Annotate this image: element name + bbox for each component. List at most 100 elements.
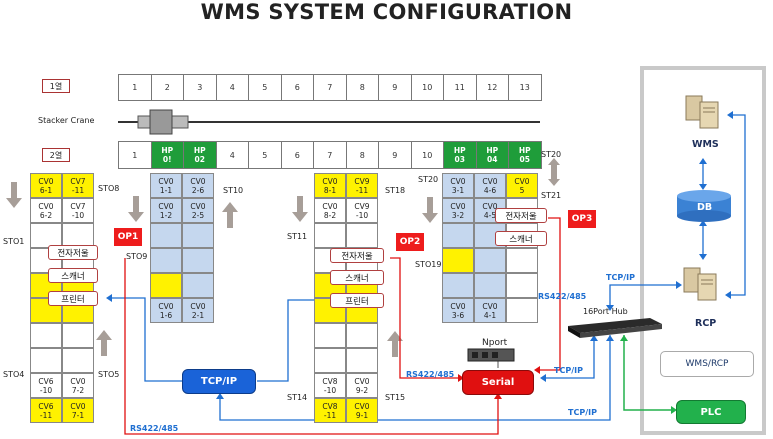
conveyor-cell — [474, 248, 506, 273]
conveyor-cell — [30, 223, 62, 248]
printer-device-1[interactable]: 프린터 — [48, 291, 98, 306]
wms-server-icon — [685, 95, 719, 129]
home-position-cell: HP 05 — [508, 141, 542, 169]
proto-tcp-b: TCP/IP — [554, 366, 583, 375]
conveyor-cell: CV6 -10 — [30, 373, 62, 398]
link-hub-rcp — [609, 284, 680, 305]
conveyor-cell: CV8 -11 — [314, 398, 346, 423]
tcpip-box[interactable]: TCP/IP — [182, 369, 256, 394]
conveyor-cell — [442, 223, 474, 248]
link-hub-tcpip — [219, 335, 611, 421]
nport-label: Nport — [482, 338, 508, 348]
rack-row2-cell: 10 — [410, 141, 444, 169]
label-st18: ST18 — [385, 186, 406, 195]
scale-device-3[interactable]: 전자저울 — [495, 208, 547, 223]
conveyor-cell: CV0 2-1 — [182, 298, 214, 323]
conveyor-cell — [182, 273, 214, 298]
conveyor-cell: CV0 9-1 — [346, 398, 378, 423]
conveyor-cell — [150, 273, 182, 298]
up-arrow-sto5 — [96, 330, 112, 356]
conveyor-cell: CV0 7-1 — [62, 398, 94, 423]
conveyor-cell — [506, 273, 538, 298]
label-sto8: STO8 — [98, 184, 120, 193]
label-sto5: STO5 — [98, 370, 120, 379]
stacker-crane-label: Stacker Crane — [38, 116, 95, 125]
scale-device-2[interactable]: 전자저울 — [330, 248, 384, 263]
up-arrow-st15 — [387, 331, 403, 357]
rack-row1-cell: 10 — [410, 74, 444, 101]
wms-rcp-box: WMS/RCP — [660, 351, 754, 377]
hub-icon — [568, 318, 662, 338]
scanner-device-3[interactable]: 스캐너 — [495, 231, 547, 246]
conveyor-arrows — [58, 305, 486, 404]
conveyor-cell — [62, 323, 94, 348]
db-cylinder — [677, 190, 731, 222]
conveyor-cell — [346, 223, 378, 248]
conveyor-cell: CV0 2-5 — [182, 198, 214, 223]
conveyor-cell: CV0 2-6 — [182, 173, 214, 198]
scale-device-1[interactable]: 전자저울 — [48, 245, 98, 260]
link-serial-op1 — [124, 258, 499, 435]
conveyor-cell: CV0 9-2 — [346, 373, 378, 398]
row1-label: 1열 — [42, 79, 70, 93]
link-tcpip-printer2 — [257, 299, 330, 382]
conveyor-cell — [30, 323, 62, 348]
conveyor-cell: CV6 -11 — [30, 398, 62, 423]
conveyor-cell: CV0 6-1 — [30, 173, 62, 198]
conveyor-cell: CV0 7-2 — [62, 373, 94, 398]
row2-label: 2열 — [42, 148, 70, 162]
conveyor-cell: CV0 1-6 — [150, 298, 182, 323]
down-arrow-st11 — [292, 196, 308, 222]
proto-tcp-c: TCP/IP — [568, 408, 597, 417]
conveyor-cell — [182, 223, 214, 248]
conveyor-cell — [346, 323, 378, 348]
serial-box[interactable]: Serial — [462, 370, 534, 395]
conveyor-cell: CV0 8-2 — [314, 198, 346, 223]
conveyor-cell — [62, 348, 94, 373]
conveyor-cell: CV7 -10 — [62, 198, 94, 223]
label-st15: ST15 — [385, 393, 406, 402]
home-position-cell: HP 02 — [183, 141, 217, 169]
rcp-label: RCP — [695, 318, 717, 329]
plc-box[interactable]: PLC — [676, 400, 746, 424]
label-sto19: STO19 — [415, 260, 442, 269]
conveyor-cell: CV9 -10 — [346, 198, 378, 223]
printer-device-2[interactable]: 프린터 — [330, 293, 384, 308]
wms-label: WMS — [692, 139, 719, 150]
page-title: WMS SYSTEM CONFIGURATION — [200, 0, 573, 24]
link-serial-op3 — [536, 217, 561, 371]
conveyor-cell — [506, 298, 538, 323]
rack-row1-cell: 13 — [508, 74, 542, 101]
conveyor-cell: CV0 3-2 — [442, 198, 474, 223]
label-sto9: STO9 — [126, 252, 148, 261]
op1-label: OP1 — [114, 228, 142, 246]
rack-row1-cell: 4 — [215, 74, 249, 101]
link-hub-plc — [623, 335, 675, 411]
conveyor-cell: CV0 1-2 — [150, 198, 182, 223]
rcp-server-icon — [683, 267, 717, 301]
label-st11: ST11 — [287, 232, 308, 241]
label-st14: ST14 — [287, 393, 308, 402]
conveyor-cell — [30, 348, 62, 373]
crane-body — [149, 109, 173, 135]
label-sto4: STO4 — [3, 370, 25, 379]
hub-label: 16Port Hub — [583, 307, 628, 316]
conveyor-cell — [30, 298, 62, 323]
conveyor-cell: CV0 1-1 — [150, 173, 182, 198]
conveyor-cell — [314, 323, 346, 348]
scanner-device-1[interactable]: 스캐너 — [48, 268, 98, 283]
label-st21: ST21 — [541, 191, 562, 200]
conveyor-cell — [314, 223, 346, 248]
conveyor-cell: CV0 6-2 — [30, 198, 62, 223]
proto-rs422-c: RS422/485 — [538, 292, 587, 301]
link-wms-rcp — [728, 114, 746, 296]
conveyor-cell: CV9 -11 — [346, 173, 378, 198]
scanner-device-2[interactable]: 스캐너 — [330, 270, 384, 285]
conveyor-cell — [150, 223, 182, 248]
conveyor-cell: CV0 4-6 — [474, 173, 506, 198]
down-arrow-st20 — [422, 197, 438, 223]
conveyor-cell: CV0 3-6 — [442, 298, 474, 323]
conveyor-cell: CV7 -11 — [62, 173, 94, 198]
conveyor-cell — [474, 273, 506, 298]
label-sto1: STO1 — [3, 237, 25, 246]
